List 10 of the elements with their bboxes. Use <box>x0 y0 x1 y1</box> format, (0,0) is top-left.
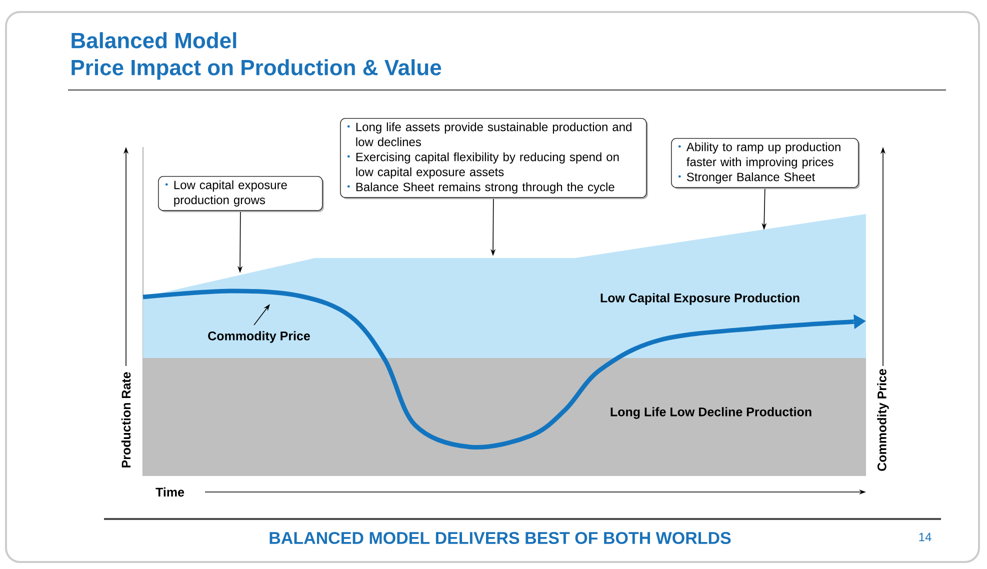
callout-box: Ability to ramp up production faster with improving prices Stronger Balance Sheet <box>671 138 860 190</box>
callout-box: Low capital exposure production grows <box>158 176 324 212</box>
page-number: 14 <box>919 532 932 542</box>
axis-label: Commodity Price <box>877 369 889 471</box>
footer-text: BALANCED MODEL DELIVERS BEST OF BOTH WORLDS <box>270 532 731 544</box>
production-band: Long Life Low Decline Production <box>143 358 866 476</box>
callout-box: Long life assets provide sustainable production and low declines Exercising capital flexibility by reducing spend on low capital exposure assets Balance Sheet remains strong through the cycle <box>340 118 648 200</box>
curve-label: Commodity Price <box>208 331 310 343</box>
axis-label: Production Rate <box>121 372 131 468</box>
slide-title: Balanced Model Price Impact on Production & Value <box>72 32 442 80</box>
